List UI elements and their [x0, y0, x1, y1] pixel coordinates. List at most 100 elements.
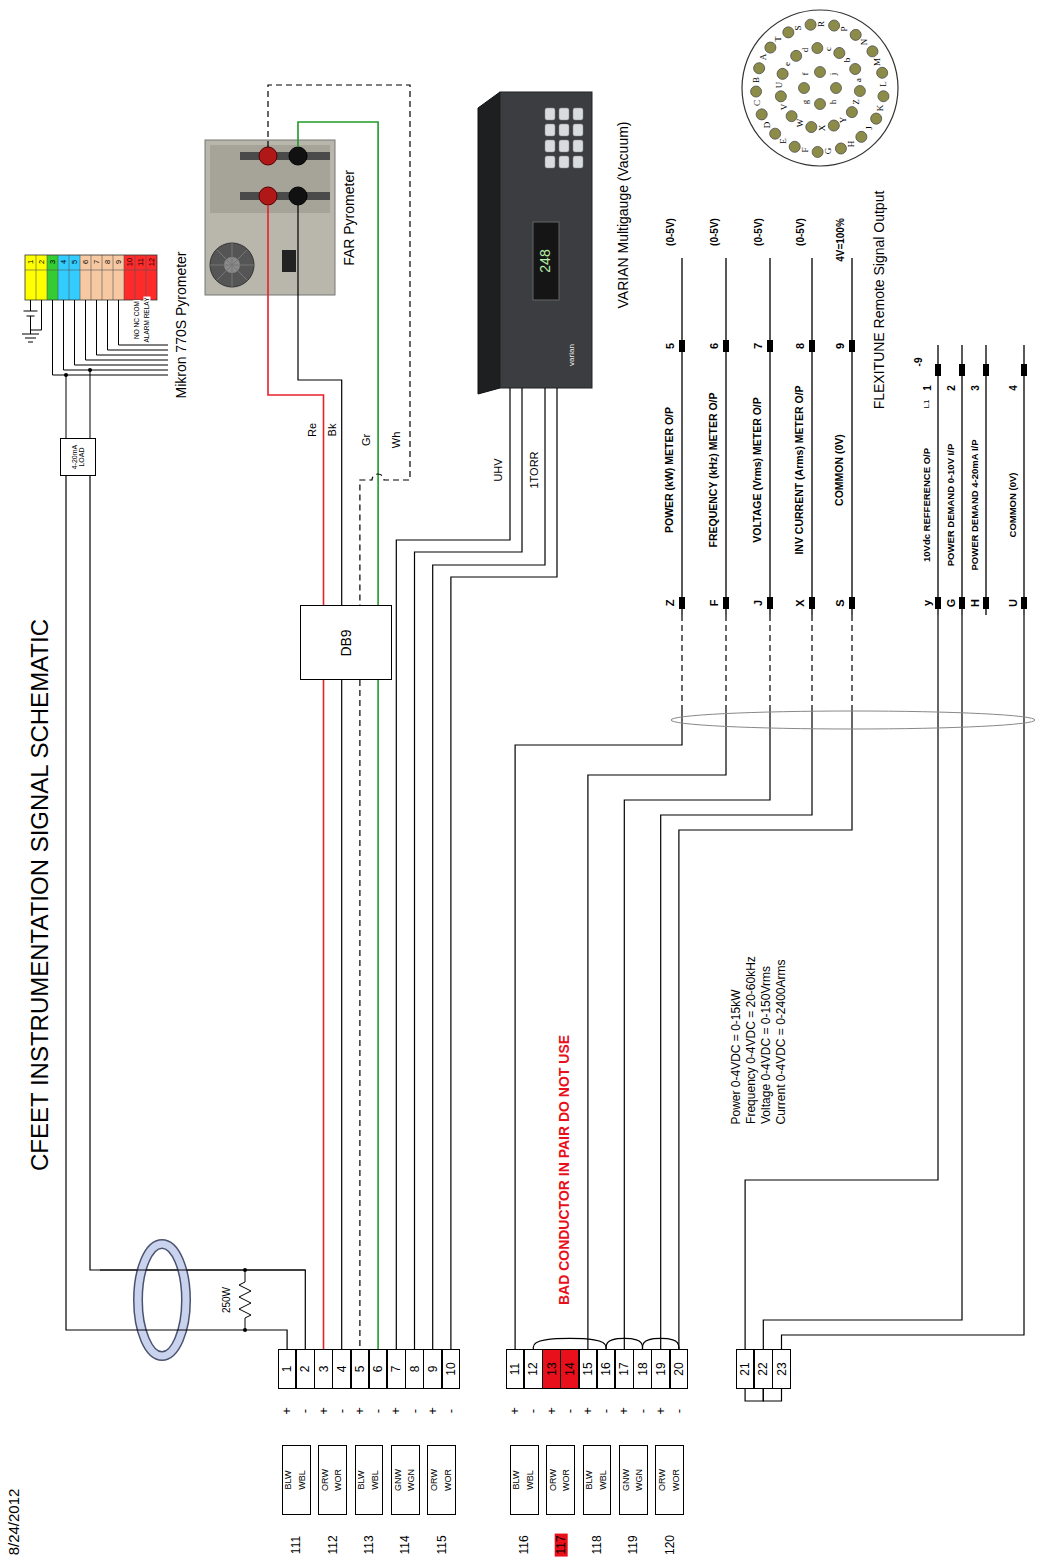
pin-contacts — [679, 340, 1027, 609]
battery-symbol — [24, 300, 38, 330]
range-label: (0-5V) — [709, 217, 720, 247]
pin-letter: g — [801, 99, 811, 106]
scaling-note: Frequency 0-4VDC = 20-60kHz — [745, 955, 758, 1125]
vacuum-wires — [396, 388, 557, 1349]
polarity-mark: + — [426, 1406, 440, 1416]
wire-color-code: WOR — [444, 1469, 453, 1491]
pin-letter: E — [779, 137, 789, 145]
wire — [763, 1389, 781, 1401]
cable-pair-box: ORWWOR120 — [655, 1445, 684, 1515]
cable-number: 113 — [363, 1533, 376, 1556]
wire — [341, 680, 342, 1349]
range-label: 4V=100% — [835, 217, 846, 263]
wire — [745, 615, 938, 1349]
pin-letter: F — [801, 147, 811, 154]
pin-letter: U — [775, 81, 785, 90]
polarity-mark: + — [316, 1406, 330, 1416]
terminal-block: 6 — [369, 1349, 388, 1389]
node-text: 4-20mA LOAD — [71, 442, 86, 472]
node-text: 16 — [600, 1362, 613, 1375]
wire-color-code: BLW — [358, 1471, 367, 1490]
node-text: 20 — [673, 1362, 686, 1375]
wire-color-code: WBL — [298, 1470, 307, 1490]
node-text: 21 — [739, 1362, 752, 1375]
node-text: 13 — [545, 1362, 558, 1375]
node-text: 4 — [335, 1366, 348, 1373]
current-ring — [138, 1244, 186, 1356]
signal-name: VOLTAGE (Vrms) METER O/P — [752, 396, 764, 543]
pin-letter: X — [818, 124, 828, 133]
signal-name: COMMON (0V) — [834, 433, 846, 507]
node-text: 14 — [563, 1362, 576, 1375]
wire — [323, 680, 325, 1349]
terminal-number: 3 — [48, 259, 56, 265]
wire-color-code: ORW — [658, 1469, 667, 1491]
wire — [745, 1389, 763, 1401]
terminal-block: 5 — [351, 1349, 370, 1389]
signal-name: 10Vdc REFFERENCE O/P — [922, 447, 932, 563]
resistor-value: 250W — [221, 1286, 232, 1314]
pin-letter: H — [847, 139, 857, 148]
wire — [433, 388, 545, 1349]
wire-color: Gr — [360, 433, 372, 447]
terminal-block: 10 — [442, 1349, 461, 1389]
leader-line — [108, 300, 169, 350]
cable-pair-box: BLWWBL113 — [355, 1445, 384, 1515]
pin-letter: G — [824, 147, 834, 156]
wire — [298, 122, 378, 605]
device-label: FAR Pyrometer — [342, 169, 357, 267]
pin-letter: j — [829, 72, 839, 77]
polarity-mark: + — [617, 1406, 631, 1416]
range-label: (0-5V) — [795, 217, 806, 247]
node-text: 15 — [582, 1362, 595, 1375]
node-text: 19 — [654, 1362, 667, 1375]
signal-name: POWER DEMAND 4-20mA I/P — [970, 438, 980, 571]
strip-outline — [25, 255, 157, 300]
polarity-mark: - — [526, 1408, 540, 1414]
wire — [451, 388, 557, 1349]
case-front — [500, 92, 592, 388]
signal-wires — [515, 615, 1024, 1349]
polarity-mark: - — [371, 1408, 385, 1414]
wire — [359, 680, 360, 1349]
connector-box: DB9 — [300, 605, 392, 680]
pin-letter: Y — [839, 116, 849, 125]
cable-pair-box: GNWWGN119 — [619, 1445, 648, 1515]
node-text: 11 — [509, 1363, 522, 1375]
terminal-block: 17 — [615, 1349, 634, 1389]
cable-pair-box: ORWWOR117 — [546, 1445, 575, 1515]
pin-letter: c — [824, 46, 834, 52]
terminal-block: 2 — [296, 1349, 315, 1389]
wire — [515, 705, 682, 1349]
pin-letter: b — [843, 57, 853, 64]
pin-letter: P — [840, 26, 850, 33]
cable-shield — [671, 711, 1035, 729]
pin-letter: Z — [852, 98, 862, 106]
leader-line — [53, 300, 169, 375]
case-side — [478, 92, 500, 394]
leader-line — [86, 300, 169, 360]
pin-letter: e — [783, 61, 793, 67]
pin-letter: d — [801, 47, 811, 54]
terminal-block: 18 — [633, 1349, 652, 1389]
pin-letter: U — [1007, 598, 1019, 608]
node-text: 9 — [426, 1366, 439, 1373]
range-label: (0-5V) — [753, 217, 764, 247]
relay-label: ALARM RELAY — [143, 296, 150, 343]
terminal-number: 4 — [59, 259, 67, 265]
cable-number: 115 — [436, 1533, 449, 1556]
polarity-mark: + — [544, 1406, 558, 1416]
pin-letter: a — [854, 77, 864, 83]
polarity-mark: - — [672, 1408, 686, 1414]
leader-line — [97, 300, 169, 355]
signal-name: INV CURRENT (Arms) METER O/P — [794, 384, 806, 555]
pin-letter: J — [865, 126, 875, 132]
pin-letter: D — [763, 120, 773, 129]
wire-color-code: GNW — [622, 1469, 631, 1491]
cable-number: 116 — [518, 1533, 531, 1556]
wire — [679, 705, 852, 1349]
wire — [763, 615, 962, 1349]
polarity-mark: - — [407, 1408, 421, 1414]
terminal-block: 16 — [597, 1349, 616, 1389]
wire-color-code: BLW — [513, 1471, 522, 1490]
